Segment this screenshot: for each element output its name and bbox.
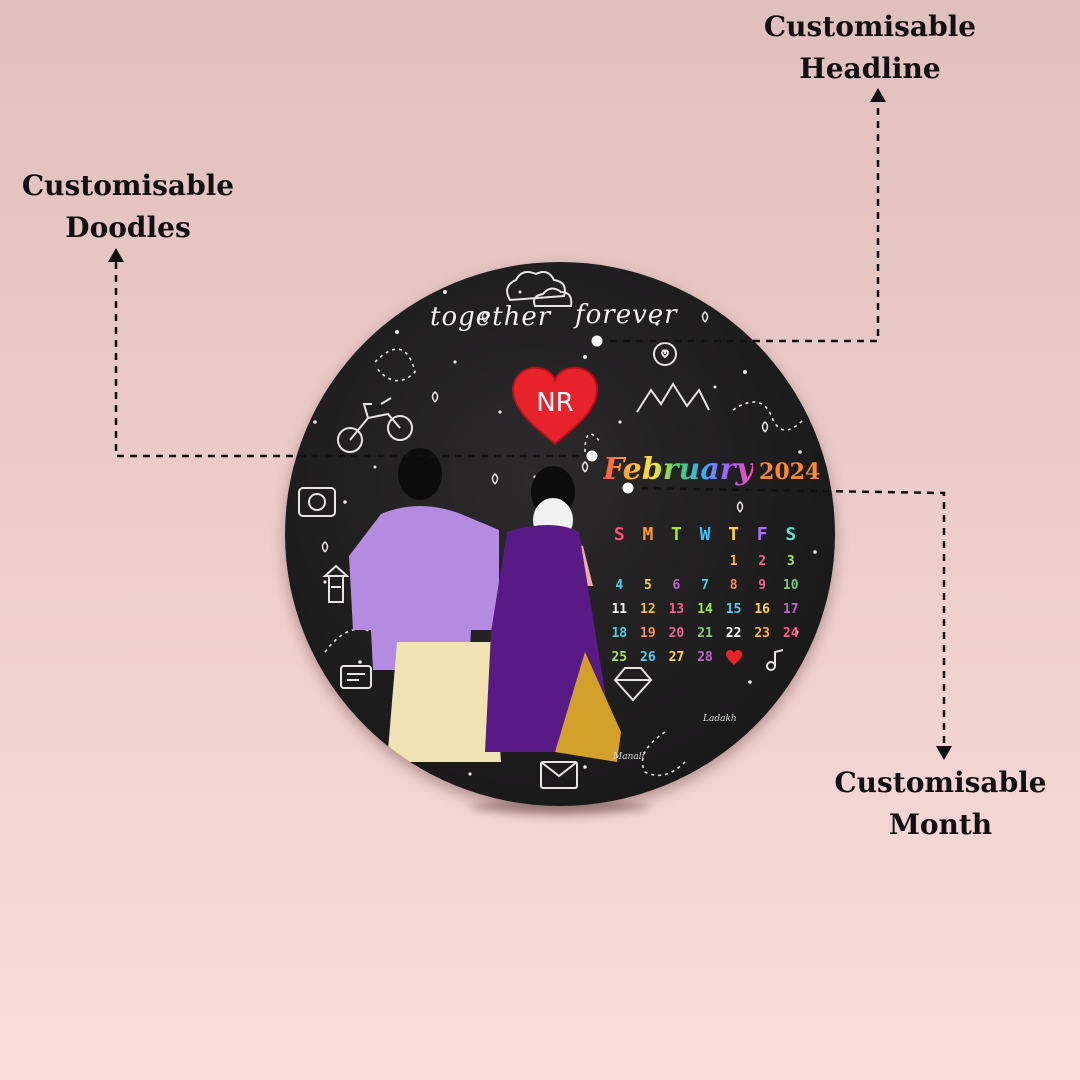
calendar-day: 23 bbox=[754, 626, 770, 641]
calendar-day: 4 bbox=[615, 578, 624, 593]
anchor-dot-doodles bbox=[585, 449, 599, 463]
calendar-day: 11 bbox=[611, 602, 628, 617]
anchor-dot-headline bbox=[590, 334, 604, 348]
man-figure bbox=[349, 448, 501, 762]
calendar-day: 10 bbox=[782, 578, 799, 593]
calendar-day: 17 bbox=[782, 602, 799, 617]
monogram-text: NR bbox=[536, 388, 574, 418]
calendar-weekday: M bbox=[642, 524, 654, 545]
month-year: 2024 bbox=[759, 459, 821, 485]
callout-doodles-line2: Doodles bbox=[65, 211, 191, 244]
calendar-day: 7 bbox=[701, 578, 709, 593]
calendar-day: 25 bbox=[611, 650, 628, 665]
callout-headline: Customisable Headline bbox=[760, 6, 980, 90]
calendar-weekday: F bbox=[756, 524, 768, 545]
headline-together: together bbox=[430, 302, 552, 332]
lantern-icon bbox=[322, 564, 350, 603]
calendar-day: 14 bbox=[697, 602, 713, 617]
calendar-day: 2 bbox=[758, 554, 767, 569]
calendar-day: 19 bbox=[640, 626, 656, 641]
calendar-day: 15 bbox=[725, 602, 742, 617]
connector-doodles bbox=[114, 262, 592, 458]
calendar-weekday: T bbox=[728, 524, 740, 545]
diamond-icon bbox=[613, 667, 653, 702]
calendar-day: 26 bbox=[640, 650, 656, 665]
callout-headline-line2: Headline bbox=[799, 52, 941, 85]
calendar-weekday: S bbox=[613, 524, 625, 545]
calendar-week-row: 25 26 27 28 bbox=[605, 646, 805, 670]
callout-month: Customisable Month bbox=[828, 762, 1053, 846]
connector-month bbox=[627, 486, 946, 748]
calendar-week-row: 11 12 13 14 15 16 17 bbox=[605, 598, 805, 622]
camera-icon bbox=[298, 487, 336, 517]
callout-month-line2: Month bbox=[888, 808, 993, 841]
calendar-day: 12 bbox=[640, 602, 656, 617]
music-note-icon bbox=[766, 649, 784, 671]
calendar-day: 20 bbox=[668, 626, 685, 641]
calendar-weekday: S bbox=[785, 524, 797, 545]
calendar-week-row: 1 2 3 bbox=[605, 550, 805, 574]
calendar-day: 22 bbox=[725, 626, 742, 641]
calendar-day: 8 bbox=[729, 578, 738, 593]
motorbike-icon bbox=[337, 397, 413, 453]
place-label-ladakh: Ladakh bbox=[703, 714, 737, 724]
calendar-week-row: 18 19 20 21 22 23 24 bbox=[605, 622, 805, 646]
monogram-heart bbox=[511, 366, 599, 446]
calendar-day: 27 bbox=[668, 650, 685, 665]
connector-headline bbox=[597, 100, 880, 343]
calendar-week-row: 4 5 6 7 8 9 10 bbox=[605, 574, 805, 598]
calendar-day: 21 bbox=[697, 626, 713, 641]
calendar-day: 9 bbox=[758, 578, 767, 593]
arrow-up-doodles bbox=[108, 248, 124, 262]
disc-shadow bbox=[470, 800, 650, 814]
calendar-weekday: W bbox=[699, 524, 711, 545]
calendar-day: 24 bbox=[782, 626, 799, 641]
arrow-up-headline bbox=[870, 88, 886, 102]
calendar-day: 5 bbox=[643, 578, 652, 593]
headline-forever: forever bbox=[575, 300, 678, 330]
heart-bubble-icon bbox=[653, 342, 677, 366]
woman-figure bbox=[485, 466, 621, 762]
anchor-dot-month bbox=[621, 481, 635, 495]
callout-doodles-line1: Customisable bbox=[21, 169, 235, 202]
callout-doodles: Customisable Doodles bbox=[18, 165, 238, 249]
calendar-day: 3 bbox=[786, 554, 795, 569]
ticket-icon bbox=[340, 665, 372, 689]
calendar-weekday: T bbox=[671, 524, 682, 545]
arrow-down-month bbox=[936, 746, 952, 760]
calendar-day: 18 bbox=[611, 626, 628, 641]
frame-artwork bbox=[298, 271, 817, 789]
month-name: February bbox=[603, 452, 754, 487]
calendar-day: 16 bbox=[754, 602, 770, 617]
envelope-icon bbox=[540, 761, 578, 789]
mountains-icon bbox=[636, 382, 710, 413]
calendar-day: 1 bbox=[729, 554, 738, 569]
calendar-day: 28 bbox=[697, 650, 713, 665]
calendar-heart-icon bbox=[719, 646, 748, 670]
calendar-day: 6 bbox=[672, 578, 681, 593]
callout-month-line1: Customisable bbox=[834, 766, 1047, 799]
calendar-day: 13 bbox=[668, 602, 685, 617]
callout-headline-line1: Customisable bbox=[763, 10, 977, 43]
place-label-manali: Manali bbox=[613, 752, 645, 762]
small-heart-icons bbox=[321, 311, 789, 763]
cloud-icon bbox=[506, 271, 573, 307]
